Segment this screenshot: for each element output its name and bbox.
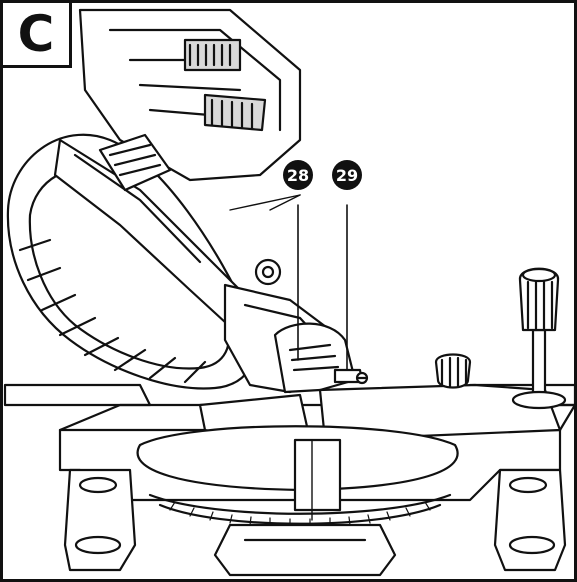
callout-28-label: 28 (286, 165, 310, 185)
callout-29-label: 29 (335, 165, 359, 185)
panel-label: C (17, 5, 55, 63)
switch-block (98, 133, 172, 192)
bevel-knob (254, 258, 282, 286)
clamp-base (511, 390, 567, 410)
panel-label-box: C (3, 3, 72, 68)
miter-handle (213, 523, 397, 577)
kerf-plate (293, 438, 342, 512)
rear-rail (3, 383, 152, 407)
side-vents (203, 93, 267, 132)
left-foot (63, 468, 137, 572)
right-foot (493, 468, 567, 572)
miter-scale (158, 503, 442, 525)
callout-28: 28 (283, 160, 313, 190)
motor-vents (183, 38, 242, 72)
callout-29: 29 (332, 160, 362, 190)
clamp-post (531, 328, 547, 397)
